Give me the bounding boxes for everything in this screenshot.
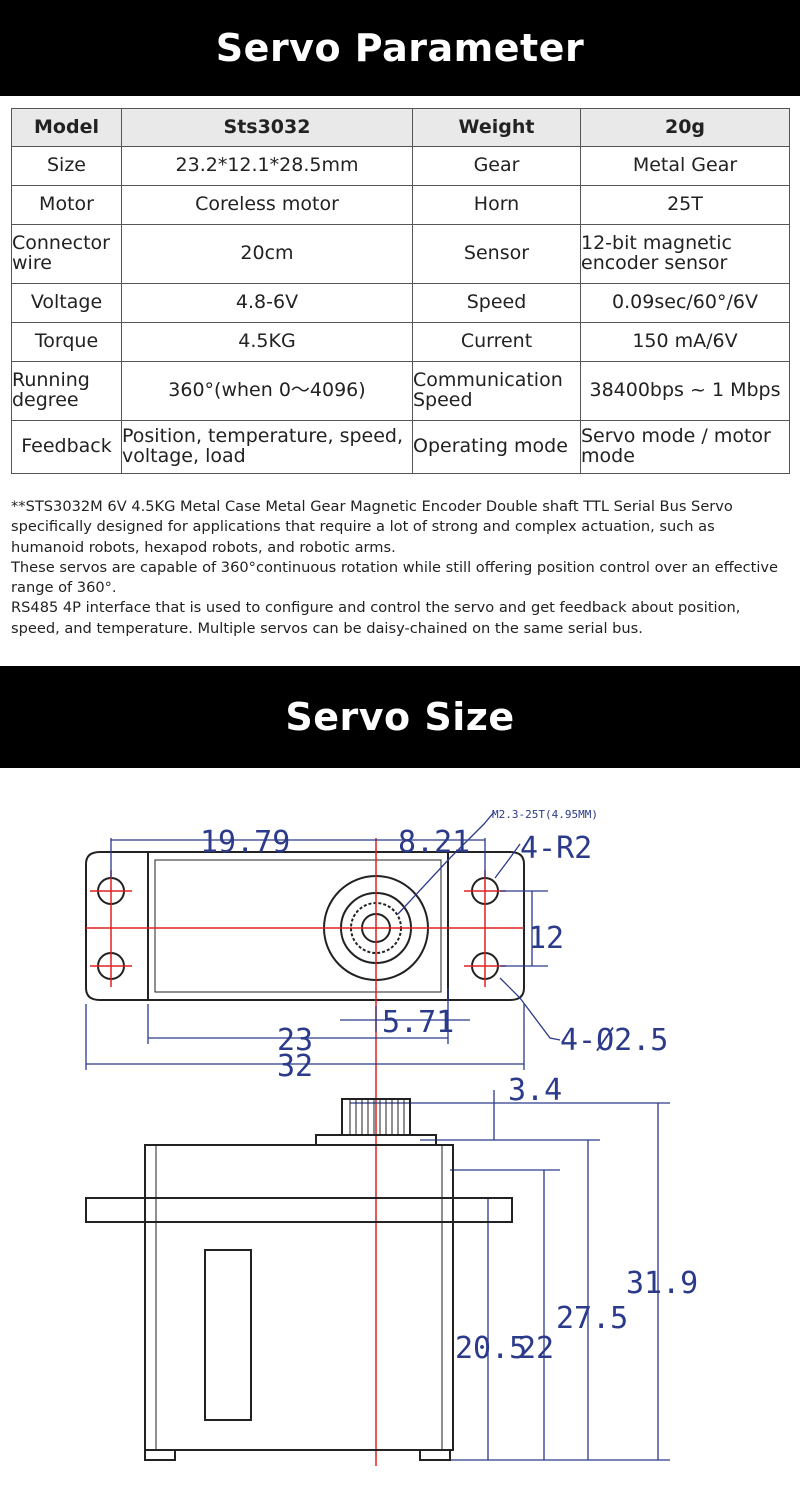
mounting-flange bbox=[85, 851, 525, 1002]
servo-parameter-heading: Servo Parameter bbox=[0, 0, 800, 96]
table-cell: Operating mode bbox=[412, 420, 581, 474]
dimension-lines bbox=[85, 811, 670, 1461]
leader-line bbox=[397, 811, 495, 915]
servo-case-top bbox=[147, 851, 449, 1002]
table-cell: 38400bps ~ 1 Mbps bbox=[580, 361, 790, 421]
table-cell: 360°(when 0～4096) bbox=[121, 361, 413, 421]
table-cell: Sensor bbox=[412, 224, 581, 284]
table-cell: 25T bbox=[580, 185, 790, 225]
table-cell: Communication Speed bbox=[412, 361, 581, 421]
dimension-label: 12 bbox=[528, 921, 564, 956]
table-row: Running degree 360°(when 0～4096) Communi… bbox=[11, 361, 790, 421]
side-flange bbox=[85, 1197, 513, 1224]
table-cell: 20cm bbox=[121, 224, 413, 284]
table-cell: Torque bbox=[11, 322, 122, 362]
dimension-drawing-svg: M2.3-25T(4.95MM) 19.79 8.21 4-R2 12 5.71… bbox=[85, 808, 698, 1467]
table-cell: Servo mode / motor mode bbox=[580, 420, 790, 474]
parameter-table-container: Model Sts3032 Weight 20g Size 23.2*12.1*… bbox=[0, 96, 800, 474]
description-paragraph: RS485 4P interface that is used to confi… bbox=[11, 599, 741, 637]
table-cell: Horn bbox=[412, 185, 581, 225]
table-row: Feedback Position, temperature, speed, v… bbox=[11, 420, 790, 474]
case-label-recess bbox=[204, 1249, 252, 1422]
table-cell: 0.09sec/60°/6V bbox=[580, 283, 790, 323]
dimension-label: 32 bbox=[277, 1049, 313, 1084]
table-cell: Sts3032 bbox=[121, 108, 413, 147]
table-cell: Metal Gear bbox=[580, 146, 790, 186]
table-cell: Voltage bbox=[11, 283, 122, 323]
table-cell: Gear bbox=[412, 146, 581, 186]
dimension-label: 31.9 bbox=[626, 1266, 698, 1301]
table-row: Motor Coreless motor Horn 25T bbox=[11, 185, 790, 225]
body-foot bbox=[419, 1449, 451, 1462]
center-lines bbox=[86, 838, 524, 1467]
table-row: Voltage 4.8-6V Speed 0.09sec/60°/6V bbox=[11, 283, 790, 323]
table-cell: 4.8-6V bbox=[121, 283, 413, 323]
side-view bbox=[85, 1098, 513, 1462]
horn-spec-label: M2.3-25T(4.95MM) bbox=[492, 808, 598, 821]
table-cell: Coreless motor bbox=[121, 185, 413, 225]
dimension-label: 19.79 bbox=[200, 825, 290, 860]
servo-body-side bbox=[144, 1144, 454, 1452]
top-view bbox=[85, 851, 525, 1002]
description-paragraph: **STS3032M 6V 4.5KG Metal Case Metal Gea… bbox=[11, 498, 733, 556]
dimension-label: 27.5 bbox=[556, 1301, 628, 1336]
table-row: Model Sts3032 Weight 20g bbox=[11, 108, 790, 147]
table-cell: 150 mA/6V bbox=[580, 322, 790, 362]
table-row: Size 23.2*12.1*28.5mm Gear Metal Gear bbox=[11, 146, 790, 186]
table-row: Torque 4.5KG Current 150 mA/6V bbox=[11, 322, 790, 362]
dimension-drawing: M2.3-25T(4.95MM) 19.79 8.21 4-R2 12 5.71… bbox=[0, 768, 800, 1467]
dimension-label: 22 bbox=[518, 1331, 554, 1366]
table-row: Connector wire 20cm Sensor 12-bit magnet… bbox=[11, 224, 790, 284]
dimension-label: 20.5 bbox=[455, 1331, 527, 1366]
table-cell: Weight bbox=[412, 108, 581, 147]
parameter-table: Model Sts3032 Weight 20g Size 23.2*12.1*… bbox=[11, 108, 790, 474]
table-cell: 12-bit magnetic encoder sensor bbox=[580, 224, 790, 284]
body-foot bbox=[144, 1449, 176, 1462]
product-description: **STS3032M 6V 4.5KG Metal Case Metal Gea… bbox=[0, 474, 800, 639]
table-cell: Size bbox=[11, 146, 122, 186]
table-cell: Speed bbox=[412, 283, 581, 323]
dimension-label: 8.21 bbox=[398, 825, 470, 860]
servo-size-heading: Servo Size bbox=[0, 666, 800, 769]
leader-line bbox=[494, 843, 521, 879]
table-cell: Running degree bbox=[11, 361, 122, 421]
leader-line bbox=[499, 977, 561, 1041]
table-cell: 4.5KG bbox=[121, 322, 413, 362]
dimension-label: 5.71 bbox=[382, 1005, 454, 1040]
table-cell: 20g bbox=[580, 108, 790, 147]
dimension-label: 3.4 bbox=[508, 1073, 562, 1108]
dimension-label: 4-R2 bbox=[520, 831, 592, 866]
table-cell: 23.2*12.1*28.5mm bbox=[121, 146, 413, 186]
table-cell: Model bbox=[11, 108, 122, 147]
description-paragraph: These servos are capable of 360°continuo… bbox=[11, 558, 779, 597]
dimension-label: 23 bbox=[277, 1023, 313, 1058]
table-cell: Current bbox=[412, 322, 581, 362]
case-inner-outline bbox=[154, 859, 442, 993]
table-cell: Feedback bbox=[11, 420, 122, 474]
table-cell: Position, temperature, speed, voltage, l… bbox=[121, 420, 413, 474]
table-cell: Motor bbox=[11, 185, 122, 225]
dimension-label: 4-Ø2.5 bbox=[560, 1023, 668, 1058]
table-cell: Connector wire bbox=[11, 224, 122, 284]
spline-teeth bbox=[349, 1099, 405, 1136]
